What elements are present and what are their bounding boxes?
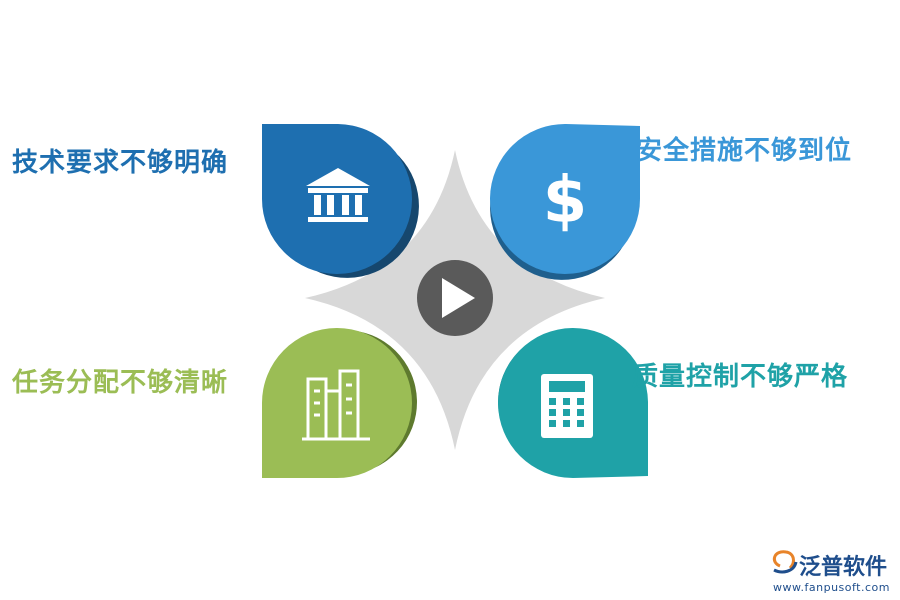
buildings-icon — [302, 369, 370, 441]
label-bottom-left: 任务分配不够清晰 — [12, 368, 229, 398]
label-bottom-right: 质量控制不够严格 — [632, 362, 849, 392]
label-top-right: 安全措施不够到位 — [636, 136, 853, 166]
calculator-icon — [541, 374, 593, 438]
petal-bottom-right — [498, 328, 648, 478]
petal-bottom-left — [261, 328, 417, 479]
dollar-icon: $ — [543, 164, 588, 238]
petal-top-left — [262, 124, 419, 278]
petal-top-right: $ — [490, 123, 640, 280]
play-icon — [417, 260, 493, 336]
fanpu-logo-icon — [772, 550, 798, 574]
label-top-left: 技术要求不够明确 — [12, 148, 229, 178]
bank-icon — [306, 168, 370, 222]
brand-url: www.fanpusoft.com — [773, 581, 890, 594]
brand-watermark: 泛普软件 www.fanpusoft.com — [773, 549, 890, 594]
brand-name: 泛普软件 — [799, 555, 888, 580]
